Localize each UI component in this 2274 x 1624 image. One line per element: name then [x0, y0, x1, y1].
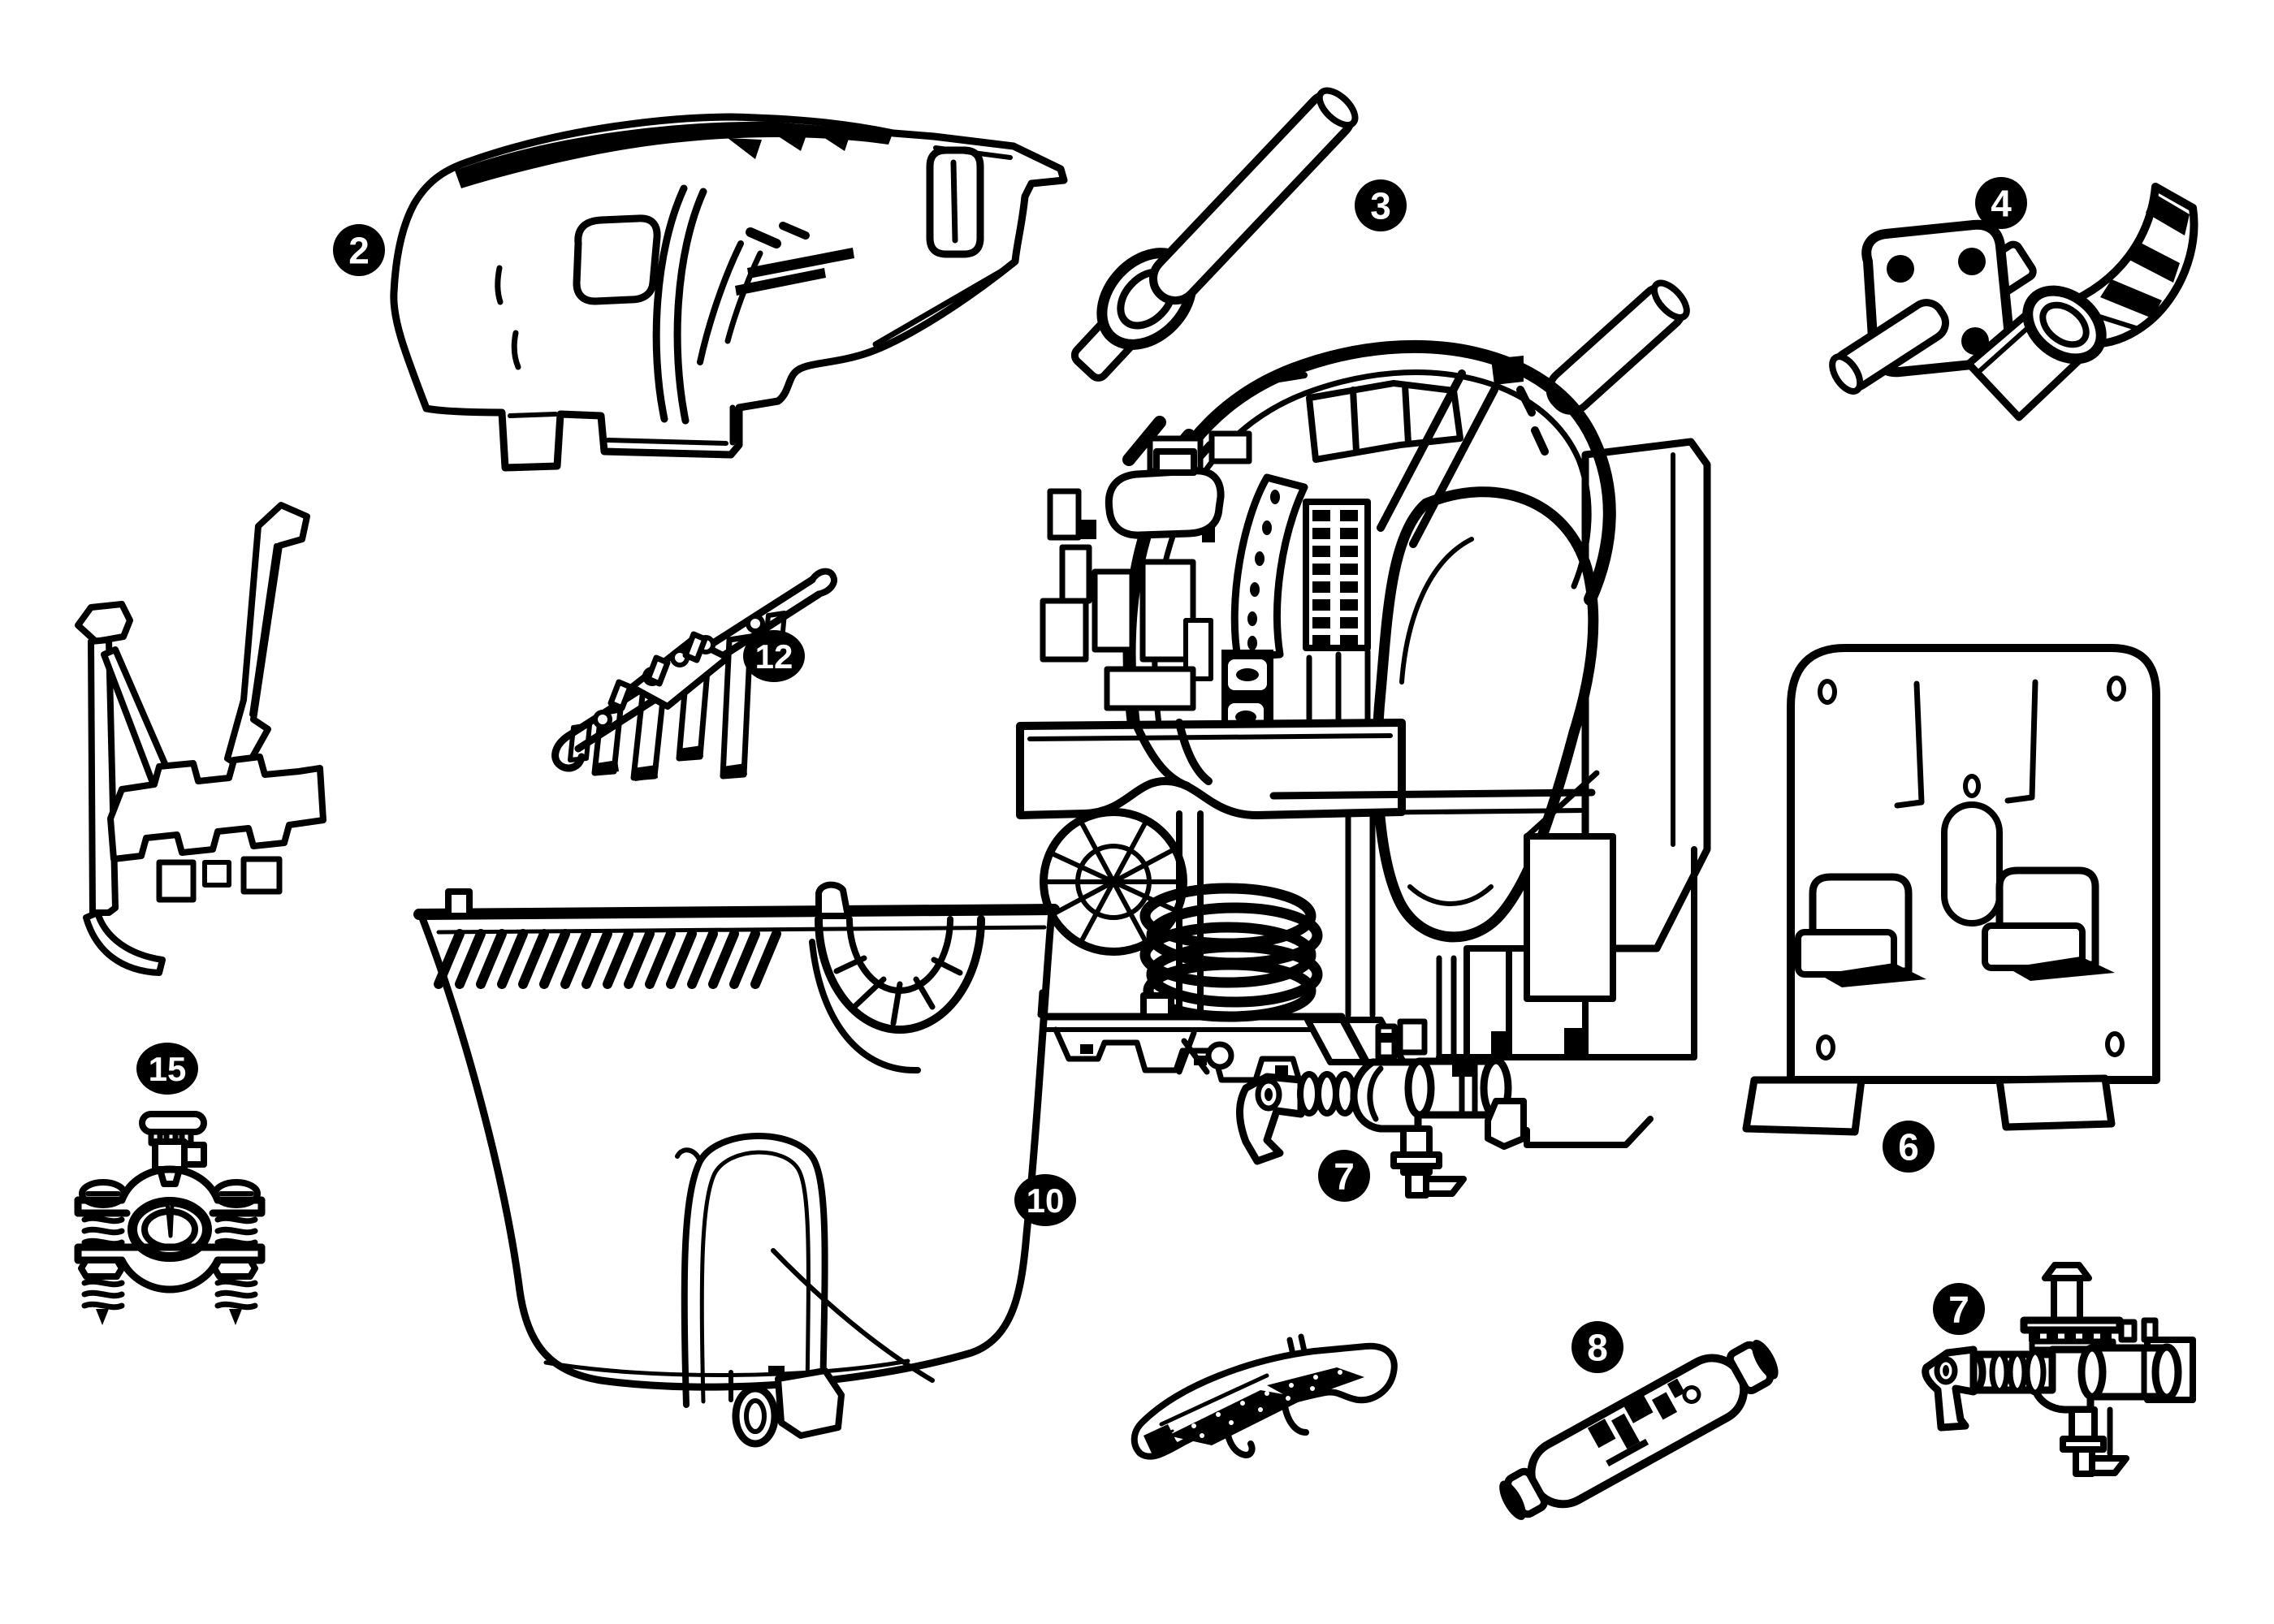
callout-circle	[743, 630, 805, 682]
callout-heater-rail-assembly: 12	[743, 630, 805, 682]
heatsink-grid	[1312, 510, 1358, 646]
callout-number: 7	[1334, 1155, 1355, 1198]
part-top-cover-housing	[390, 113, 1068, 472]
callout-circle	[1318, 1150, 1370, 1202]
callout-solenoid-valve: 7	[1933, 1283, 1985, 1335]
callout-circle	[1933, 1283, 1985, 1335]
callout-water-tank: 10	[1014, 1174, 1076, 1226]
callout-circle	[1975, 177, 2027, 229]
callout-boiler-valve-assembly: 7	[1318, 1150, 1370, 1202]
grate-speckles	[1191, 1370, 1342, 1438]
part-inlet-tube-grommet	[1070, 87, 1359, 382]
callout-inlet-tube-with-grommet: 3	[1355, 179, 1407, 231]
callout-circle	[333, 224, 385, 276]
callout-circle	[1014, 1174, 1076, 1226]
part-filter-cartridge	[1499, 1340, 1779, 1520]
part-water-tank	[413, 881, 1060, 1448]
callout-number: 10	[1027, 1181, 1065, 1220]
callout-number: 4	[1991, 183, 2012, 225]
callout-layer: 2 3 4 12 7 6 10 15 8 7	[136, 177, 2027, 1373]
callout-circle	[1571, 1321, 1623, 1373]
callout-number: 3	[1370, 185, 1391, 227]
cartridge-label	[1587, 1378, 1685, 1466]
callout-number: 8	[1587, 1327, 1608, 1369]
heating-coil	[1139, 883, 1323, 1022]
part-drip-tray-grate	[1131, 1333, 1398, 1460]
part-solenoid-valve	[1922, 1262, 2196, 1477]
callout-number: 2	[348, 230, 370, 272]
callout-filter-cartridge: 8	[1571, 1321, 1623, 1373]
callout-circle	[1883, 1121, 1935, 1173]
vent-slots	[434, 929, 781, 989]
callout-number: 12	[755, 637, 793, 676]
part-support-bracket	[75, 502, 326, 976]
callout-flange-fitting-and-hose-elbow: 4	[1975, 177, 2027, 229]
callout-circle	[1355, 179, 1407, 231]
part-heater-rail-assembly	[551, 568, 837, 781]
callout-number: 7	[1948, 1289, 1969, 1331]
callout-number: 6	[1898, 1126, 1919, 1168]
callout-top-cover-housing: 2	[333, 224, 385, 276]
callout-number: 15	[149, 1050, 187, 1088]
part-saddle-clamp-tap	[74, 1111, 266, 1325]
part-mounting-plate	[1742, 644, 2160, 1136]
callout-mounting-plate: 6	[1883, 1121, 1935, 1173]
boiler-valve	[1236, 1018, 1527, 1199]
part-hose-elbow-fitting	[1965, 183, 2198, 421]
steam-pipe	[1546, 279, 1690, 415]
callout-saddle-clamp-tap: 15	[136, 1043, 198, 1095]
callout-circle	[136, 1043, 198, 1095]
part-boiler-pump-assembly	[1016, 279, 1711, 1199]
